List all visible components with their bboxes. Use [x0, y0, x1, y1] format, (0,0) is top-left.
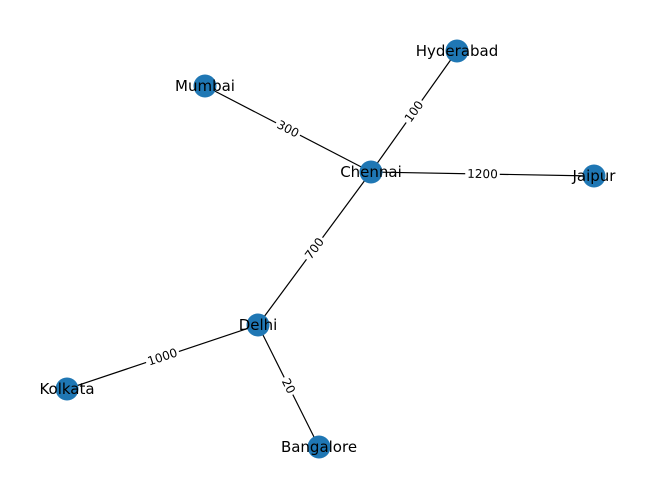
edge-label-background [300, 232, 329, 265]
node-kolkata [55, 377, 79, 401]
node-label-chennai: Chennai [340, 163, 402, 181]
edge-label-chennai-hyderabad: 100 [399, 95, 429, 128]
edge-label-background [465, 165, 500, 183]
node-jaipur [582, 164, 606, 188]
edge-weight-label: 1200 [467, 167, 498, 182]
edge-label-background [399, 95, 429, 128]
node-label-kolkata: Kolkata [39, 380, 94, 398]
edge-layer [66, 50, 595, 448]
node-label-mumbai: Mumbai [175, 77, 235, 95]
edge-label-delhi-kolkata: 1000 [143, 343, 182, 371]
node-chennai [359, 160, 383, 184]
edge-label-background [143, 343, 182, 371]
edge-label-delhi-bangalore: 20 [277, 373, 300, 399]
node-label-jaipur: Jaipur [572, 167, 617, 185]
node-label-delhi: Delhi [239, 316, 278, 334]
edge-label-chennai-delhi: 700 [300, 232, 329, 265]
node-label-bangalore: Bangalore [281, 438, 357, 456]
edge-label-background [272, 115, 304, 143]
edge-label-background [277, 373, 300, 399]
node-delhi [246, 313, 270, 337]
node-layer [55, 39, 606, 459]
edge-label-chennai-mumbai: 300 [272, 115, 304, 143]
edge-weight-label: 20 [279, 376, 298, 396]
node-mumbai [193, 74, 217, 98]
node-hyderabad [445, 39, 469, 63]
node-label-hyderabad: Hyderabad [416, 42, 499, 60]
edge-label-layer: 100 300 1200 700 1000 20 [143, 95, 500, 399]
node-bangalore [307, 435, 331, 459]
edge-label-chennai-jaipur: 1200 [465, 165, 500, 183]
